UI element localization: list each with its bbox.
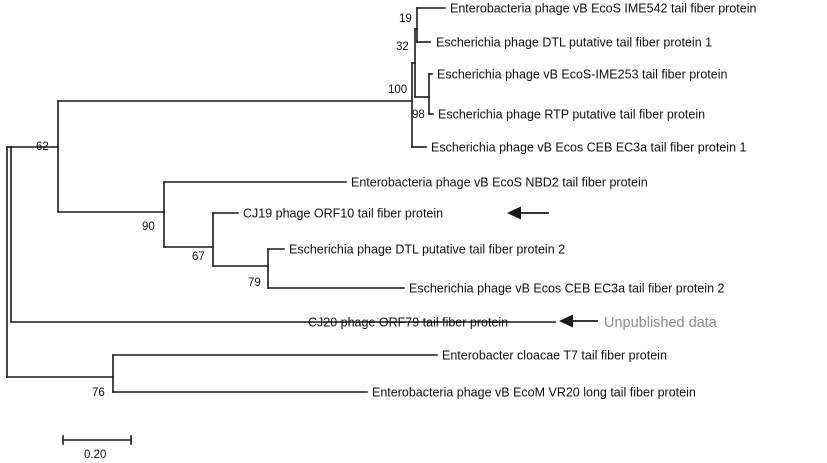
- leaf-label: CJ19 phage ORF10 tail fiber protein: [243, 207, 443, 221]
- bootstrap-value: 76: [92, 387, 105, 399]
- leaf-label: CJ20 phage ORF79 tail fiber protein: [308, 316, 508, 330]
- leaf-labels: Enterobacteria phage vB EcoS IME542 tail…: [243, 2, 756, 400]
- arrow-left-icon: [507, 206, 549, 220]
- bootstrap-value: 90: [142, 221, 155, 233]
- scale-bar: 0.20: [62, 435, 132, 461]
- leaf-label: Escherichia phage vB Ecos CEB EC3a tail …: [409, 282, 724, 296]
- scale-bar-label: 0.20: [84, 449, 106, 461]
- leaf-label: Escherichia phage RTP putative tail fibe…: [438, 108, 705, 122]
- tree-branches: [6, 7, 556, 393]
- bootstrap-value: 67: [192, 251, 205, 263]
- leaf-label: Escherichia phage DTL putative tail fibe…: [289, 243, 565, 257]
- bootstrap-value: 100: [388, 84, 407, 96]
- bootstrap-value: 62: [36, 141, 49, 153]
- arrow-left-icon: [559, 314, 598, 328]
- leaf-label: Escherichia phage vB EcoS-IME253 tail fi…: [437, 68, 727, 82]
- leaf-label: Enterobacteria phage vB EcoS NBD2 tail f…: [351, 176, 648, 190]
- leaf-label: Enterobacteria phage vB EcoS IME542 tail…: [450, 2, 756, 16]
- leaf-label: Enterobacter cloacae T7 tail fiber prote…: [442, 349, 667, 363]
- leaf-label: Enterobacteria phage vB EcoM VR20 long t…: [372, 386, 696, 400]
- leaf-label: Escherichia phage vB Ecos CEB EC3a tail …: [431, 141, 746, 155]
- bootstrap-values: 19 32 100 98 62 90 67 79 76: [36, 13, 425, 399]
- bootstrap-value: 79: [248, 277, 261, 289]
- bootstrap-value: 32: [396, 41, 409, 53]
- unpublished-note: Unpublished data: [604, 315, 718, 331]
- bootstrap-value: 98: [412, 109, 425, 121]
- highlight-arrows: [507, 206, 598, 328]
- bootstrap-value: 19: [399, 13, 412, 25]
- leaf-label: Escherichia phage DTL putative tail fibe…: [436, 36, 712, 50]
